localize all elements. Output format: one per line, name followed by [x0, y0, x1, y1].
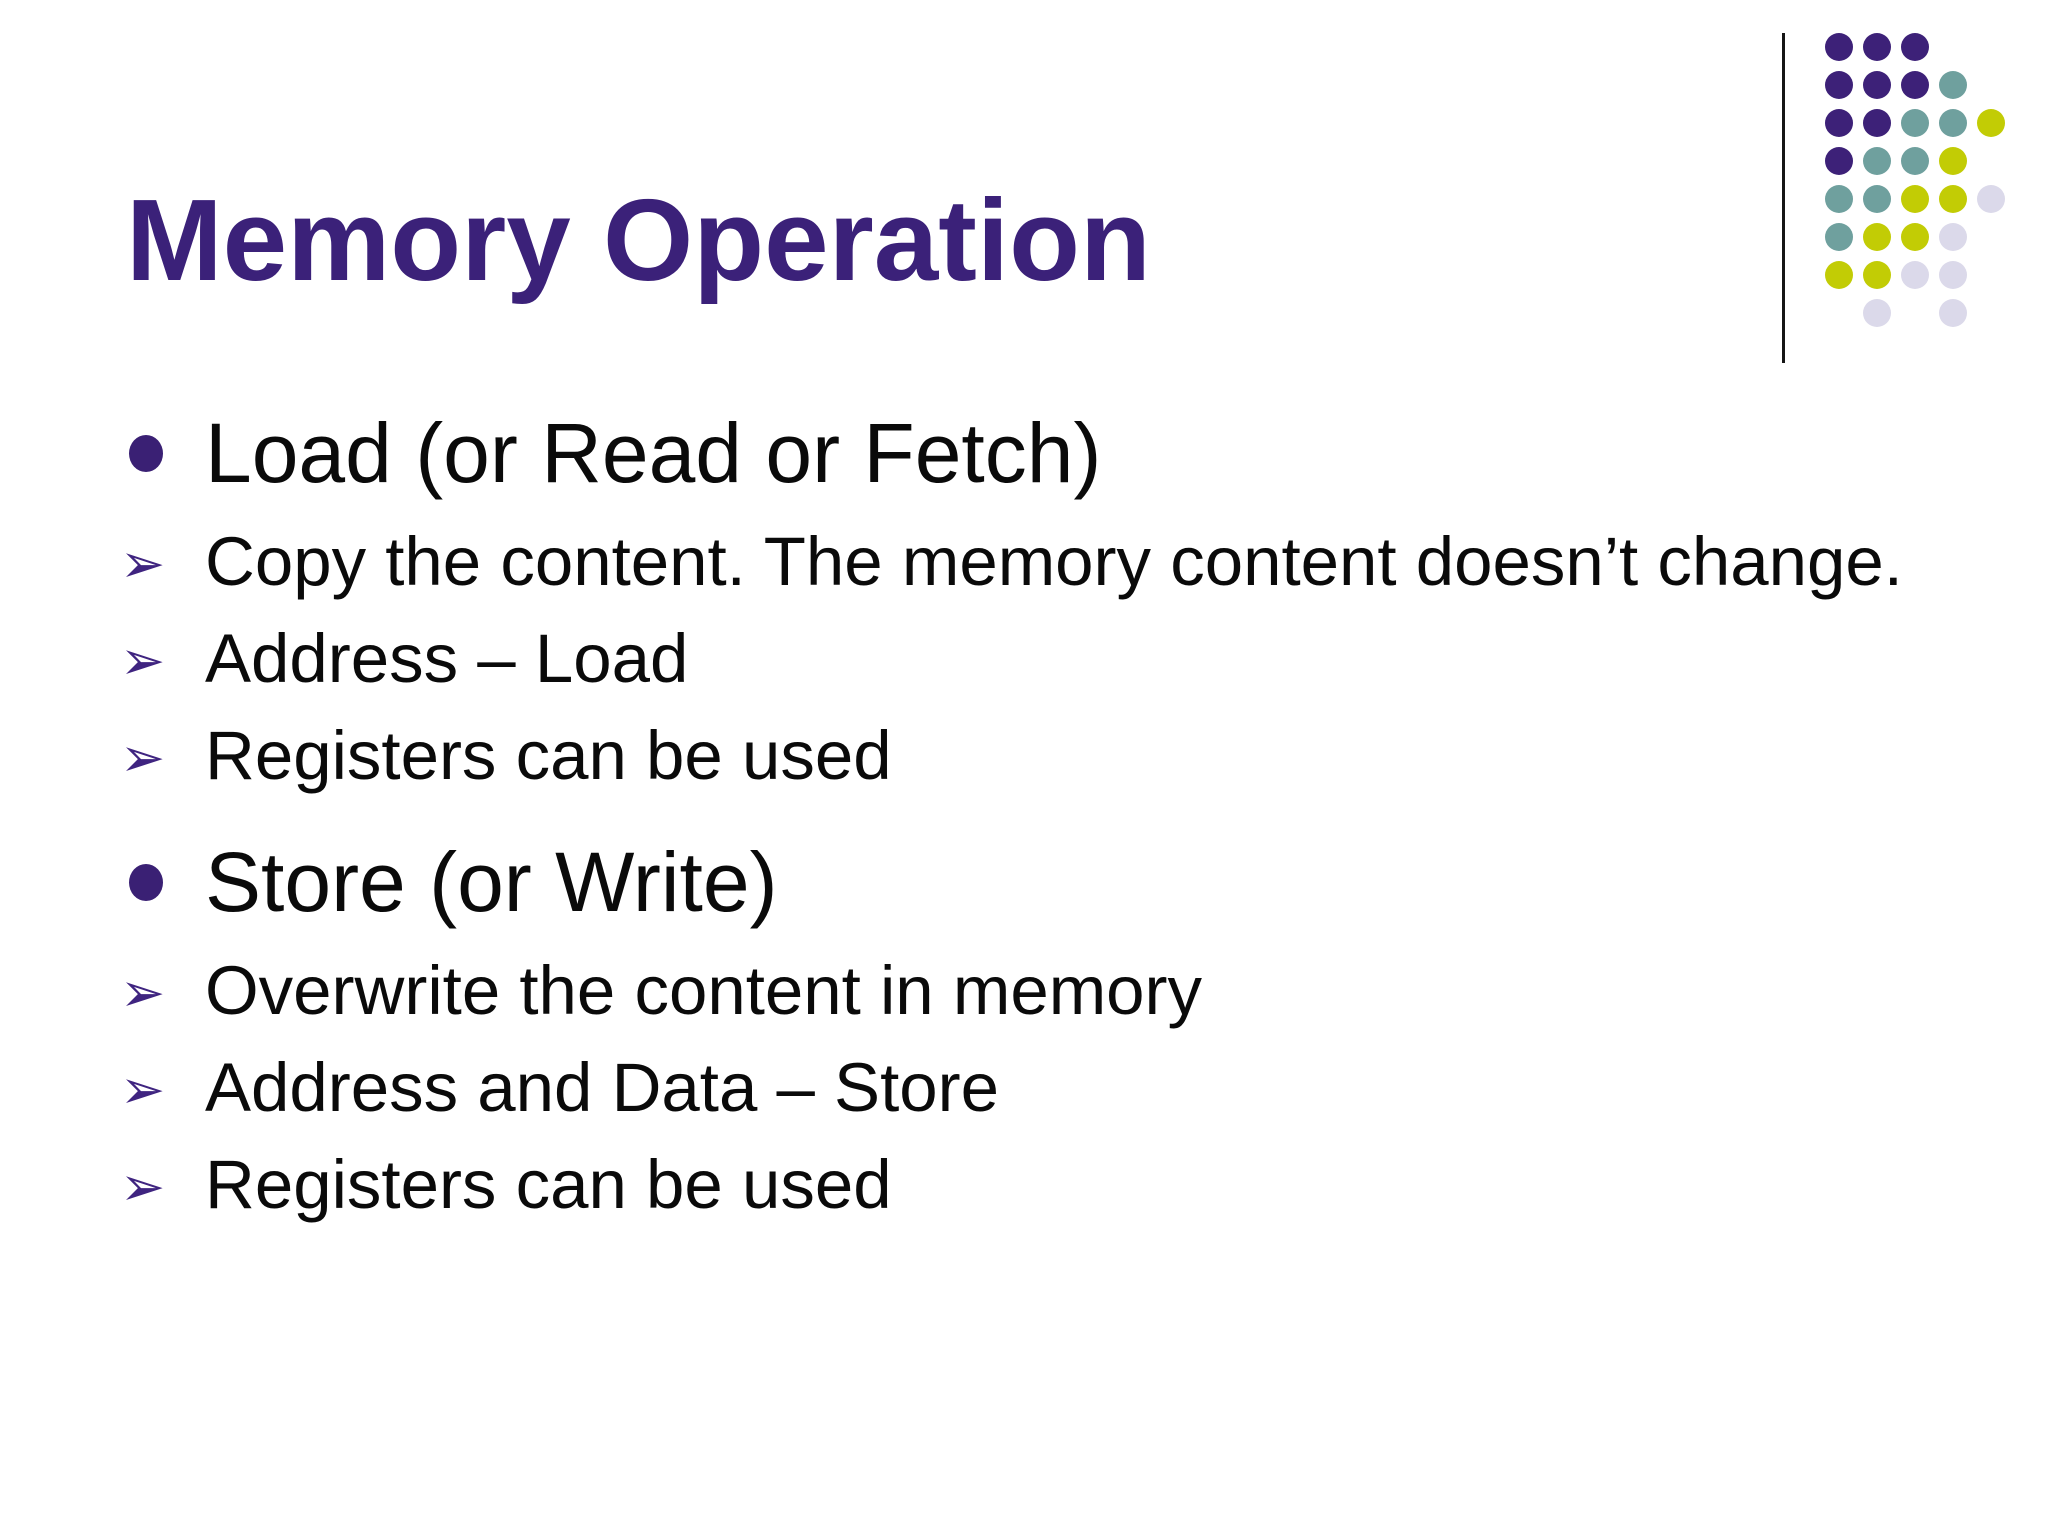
- bullet-marker-box: ➢: [118, 725, 205, 789]
- deco-dot-empty: [1934, 28, 1972, 66]
- deco-dot-empty: [1972, 28, 2010, 66]
- bullet-marker-box: ➢: [118, 960, 205, 1024]
- bullet-text: Copy the content. The memory content doe…: [205, 523, 1903, 600]
- bullet-marker-box: ➢: [118, 628, 205, 692]
- deco-dot-purple: [1901, 71, 1929, 99]
- bullet-item-level2: ➢ Address and Data – Store: [118, 1039, 2018, 1136]
- deco-dot-chartreuse: [1901, 185, 1929, 213]
- bullet-item-level1: Store (or Write): [118, 822, 2018, 942]
- deco-dot-empty: [1972, 66, 2010, 104]
- bullet-text: Load (or Read or Fetch): [205, 405, 1102, 500]
- deco-dot-teal: [1939, 71, 1967, 99]
- deco-dot-empty: [1896, 294, 1934, 332]
- arrow-bullet-icon: ➢: [120, 628, 166, 692]
- deco-dot-empty: [1972, 218, 2010, 256]
- deco-dot-purple: [1863, 33, 1891, 61]
- bullet-item-level2: ➢ Registers can be used: [118, 1136, 2018, 1233]
- deco-dot-purple: [1863, 109, 1891, 137]
- deco-dot-lavender: [1939, 299, 1967, 327]
- arrow-bullet-icon: ➢: [120, 725, 166, 789]
- bullet-marker-box: ➢: [118, 1154, 205, 1218]
- arrow-bullet-icon: ➢: [120, 531, 166, 595]
- deco-dot-lavender: [1939, 223, 1967, 251]
- deco-dot-chartreuse: [1977, 109, 2005, 137]
- deco-dot-empty: [1972, 294, 2010, 332]
- arrow-bullet-icon: ➢: [120, 1154, 166, 1218]
- arrow-bullet-icon: ➢: [120, 960, 166, 1024]
- bullet-marker-box: [118, 863, 205, 901]
- bullet-item-level2: ➢ Overwrite the content in memory: [118, 942, 2018, 1039]
- deco-dot-lavender: [1977, 185, 2005, 213]
- deco-dot-empty: [1820, 294, 1858, 332]
- circle-bullet-icon: [129, 434, 163, 472]
- slide-body: Load (or Read or Fetch) ➢ Copy the conte…: [118, 393, 2018, 1233]
- deco-dot-teal: [1825, 223, 1853, 251]
- deco-dot-empty: [1972, 142, 2010, 180]
- arrow-bullet-icon: ➢: [120, 1057, 166, 1121]
- bullet-text: Overwrite the content in memory: [205, 952, 1203, 1029]
- bullet-text: Registers can be used: [205, 717, 892, 794]
- bullet-item-level2: ➢ Address – Load: [118, 610, 2018, 707]
- bullet-item-level2: ➢ Copy the content. The memory content d…: [118, 513, 2018, 610]
- deco-dot-teal: [1863, 185, 1891, 213]
- deco-dot-lavender: [1863, 299, 1891, 327]
- deco-dot-lavender: [1939, 261, 1967, 289]
- deco-dot-teal: [1825, 185, 1853, 213]
- bullet-marker-box: [118, 434, 205, 472]
- circle-bullet-icon: [129, 863, 163, 901]
- deco-dot-purple: [1901, 33, 1929, 61]
- bullet-item-level2: ➢ Registers can be used: [118, 707, 2018, 804]
- bullet-text: Registers can be used: [205, 1146, 892, 1223]
- deco-dot-chartreuse: [1939, 185, 1967, 213]
- deco-dot-teal: [1901, 147, 1929, 175]
- bullet-marker-box: ➢: [118, 531, 205, 595]
- bullet-text: Address and Data – Store: [205, 1049, 999, 1126]
- bullet-text: Address – Load: [205, 620, 689, 697]
- bullet-text: Store (or Write): [205, 834, 778, 929]
- deco-dot-teal: [1863, 147, 1891, 175]
- deco-dot-purple: [1825, 71, 1853, 99]
- deco-dot-chartreuse: [1863, 223, 1891, 251]
- decorative-vertical-rule: [1782, 33, 1785, 363]
- bullet-marker-box: ➢: [118, 1057, 205, 1121]
- deco-dot-purple: [1825, 147, 1853, 175]
- deco-dot-teal: [1901, 109, 1929, 137]
- deco-dot-chartreuse: [1825, 261, 1853, 289]
- deco-dot-lavender: [1901, 261, 1929, 289]
- deco-dot-chartreuse: [1863, 261, 1891, 289]
- deco-dot-chartreuse: [1901, 223, 1929, 251]
- deco-dot-purple: [1863, 71, 1891, 99]
- deco-dot-teal: [1939, 109, 1967, 137]
- bullet-item-level1: Load (or Read or Fetch): [118, 393, 2018, 513]
- deco-dot-empty: [1972, 256, 2010, 294]
- deco-dot-purple: [1825, 109, 1853, 137]
- deco-dot-chartreuse: [1939, 147, 1967, 175]
- slide-title: Memory Operation: [126, 175, 1151, 305]
- deco-dot-purple: [1825, 33, 1853, 61]
- decorative-dot-pattern: [1820, 28, 2010, 332]
